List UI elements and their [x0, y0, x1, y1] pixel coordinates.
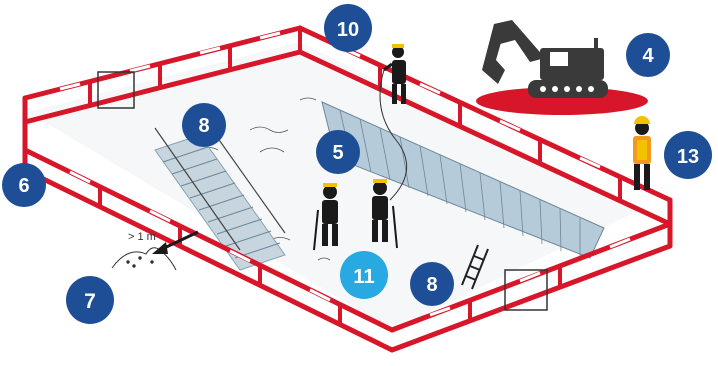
badge-11: 11: [340, 251, 388, 299]
badge-13: 13: [664, 131, 712, 179]
svg-text:5: 5: [332, 142, 343, 164]
svg-text:11: 11: [353, 266, 374, 288]
svg-text:8: 8: [426, 274, 437, 296]
badge-5: 5: [316, 130, 360, 174]
badge-6: 6: [2, 163, 46, 207]
svg-text:13: 13: [677, 146, 699, 168]
svg-text:4: 4: [642, 45, 654, 67]
svg-text:6: 6: [18, 175, 29, 197]
excavator-icon: [476, 20, 648, 115]
dimension-label: > 1 m: [128, 231, 156, 243]
badge-7: 7: [66, 276, 114, 324]
svg-text:10: 10: [337, 19, 359, 41]
svg-text:7: 7: [84, 290, 96, 313]
svg-text:8: 8: [198, 115, 209, 137]
badge-4: 4: [626, 33, 670, 77]
worker-supervisor: [633, 116, 651, 190]
badge-8-ladder: 8: [410, 262, 454, 306]
badge-10: 10: [324, 4, 372, 52]
badge-8-stairs: 8: [182, 103, 226, 147]
